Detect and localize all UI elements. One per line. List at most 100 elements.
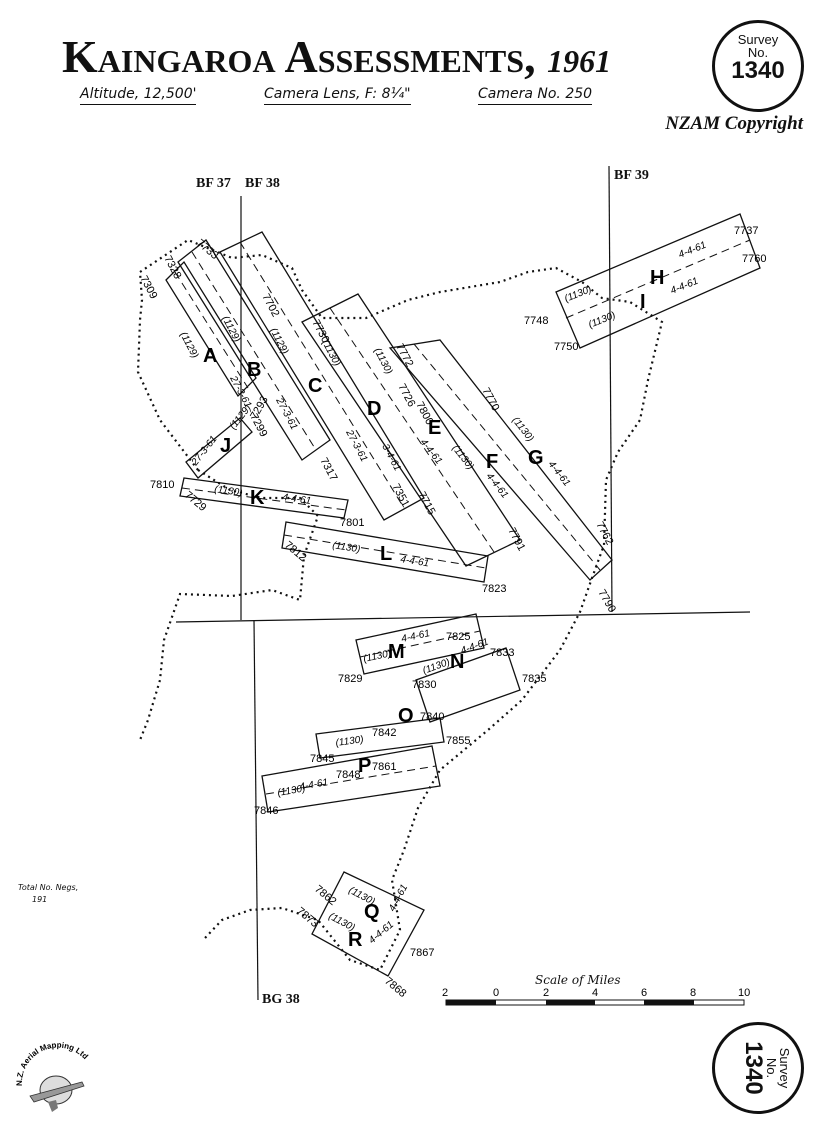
scale-tick-2: 2 (543, 987, 549, 999)
photo-no-7733: 7733 (194, 237, 220, 262)
run-letter-m: M (388, 641, 405, 663)
run-letter-r: R (348, 929, 363, 951)
run-e-film: (1130) (371, 346, 394, 376)
negatives-note: Total No. Negs, 191 (18, 882, 78, 906)
strip-A (165, 260, 257, 398)
run-letter-a: A (203, 345, 217, 367)
photo-no-7790: 7790 (595, 588, 618, 615)
strip-B (177, 239, 331, 461)
title-year: 1961 (547, 43, 612, 79)
negatives-note-label: Total No. Negs, (18, 883, 79, 892)
photo-no-7823: 7823 (482, 583, 506, 595)
strip-Q-R (311, 871, 425, 977)
photo-no-7800: 7800 (413, 400, 435, 427)
title-text: Kaingaroa Assessments (62, 31, 525, 82)
scale-tick-6: 6 (641, 987, 647, 999)
scale-tick-2-left: 2 (442, 987, 448, 999)
photo-no-7750: 7750 (554, 341, 578, 353)
photo-no-7848: 7848 (336, 769, 360, 781)
photo-no-7351: 7351 (389, 482, 411, 509)
camera-label: Camera No. 250 (478, 86, 593, 105)
run-g-date: 4-4-61 (546, 459, 572, 489)
run-letter-f: F (486, 451, 498, 473)
run-p-date: 4-4-61 (299, 777, 329, 793)
stamp-top-line2: No. (747, 45, 769, 60)
photo-no-7829: 7829 (338, 673, 362, 685)
run-b-date: 27-3-61 (273, 395, 299, 431)
photo-no-7730: 7730 (309, 318, 331, 345)
grid-line-bg38 (253, 619, 259, 1001)
flight-line-P (265, 765, 437, 795)
stamp-top-number: 1340 (731, 57, 785, 84)
photo-no-7317: 7317 (317, 456, 339, 483)
run-r-date: 4-4-61 (367, 919, 396, 946)
photo-no-7845: 7845 (310, 753, 334, 765)
photo-no-7293: 7293 (248, 394, 271, 421)
lens-label: Camera Lens, F: 8¼" (264, 86, 411, 105)
photo-no-7328: 7328 (161, 254, 183, 281)
run-letter-l: L (380, 543, 392, 565)
logo-wing (29, 1081, 85, 1103)
run-q-date: 4-4-61 (387, 883, 410, 914)
run-c-film: (1129) (267, 326, 290, 356)
run-e-date: 4-4-61 (418, 437, 444, 467)
grid-label-bf37: BF 37 (196, 176, 231, 191)
run-k-date: 4-4-61 (282, 492, 312, 507)
run-letter-b: B (247, 359, 261, 381)
scale-tick-4: 4 (592, 987, 598, 999)
survey-stamp-bottom: Survey No. 1340 (712, 1022, 804, 1114)
flight-line-K (181, 487, 347, 511)
photo-no-7861: 7861 (372, 761, 396, 773)
run-letter-n: N (450, 651, 464, 673)
photo-no-7867: 7867 (410, 947, 434, 959)
flight-line-C-D (239, 241, 405, 509)
photo-no-7748: 7748 (524, 315, 548, 327)
scale-bar: 2 0 2 4 6 8 10 (442, 987, 750, 1006)
flight-line-H-I (565, 239, 751, 319)
map-title: Kaingaroa Assessments, 1961 (62, 30, 611, 83)
company-logo: N.Z. Aerial Mapping Ltd (15, 1042, 90, 1112)
strip-H-I (555, 213, 761, 349)
run-letter-e: E (428, 417, 441, 439)
stamp-bottom-line1: Survey (777, 1047, 792, 1089)
run-r-film: (1130) (327, 911, 357, 934)
survey-area-boundary (136, 238, 664, 972)
photo-no-7791: 7791 (505, 526, 527, 553)
flight-line-A (174, 271, 249, 389)
photo-no-7801: 7801 (340, 517, 364, 529)
run-letter-j: J (220, 435, 231, 457)
scale-tick-10: 10 (738, 987, 750, 999)
strip-L (281, 521, 489, 583)
photo-no-7833: 7833 (490, 647, 514, 659)
photo-no-7309: 7309 (137, 274, 159, 301)
photo-no-7762: 7762 (593, 520, 615, 547)
photo-no-7842: 7842 (372, 727, 396, 739)
grid-line-bf39 (608, 165, 613, 613)
run-o-film: (1130) (335, 734, 364, 749)
run-q-film: (1130) (347, 885, 377, 908)
run-k-film: (1130) (214, 484, 243, 499)
run-h-date: 4-4-61 (677, 240, 708, 261)
run-letter-o: O (398, 705, 414, 727)
run-l-film: (1130) (332, 540, 362, 555)
run-p-film: (1130) (277, 783, 307, 799)
run-a-film: (1129) (177, 330, 200, 360)
strip-O (315, 717, 445, 759)
strip-J (185, 417, 253, 479)
photo-no-7825: 7825 (446, 631, 470, 643)
altitude-label: Altitude, 12,500' (80, 86, 197, 105)
flight-line-L (283, 534, 487, 569)
grid-label-bg38: BG 38 (262, 992, 300, 1007)
grid-label-bf39: BF 39 (614, 168, 649, 183)
run-i-film: (1130) (587, 310, 617, 331)
stamp-top-line1: Survey (737, 32, 779, 47)
strip-N-O (415, 647, 521, 723)
run-f-film: (1130) (450, 443, 476, 472)
run-n-film: (1130) (421, 657, 451, 677)
run-f-date: 4-4-61 (484, 471, 510, 501)
run-g-film: (1130) (510, 415, 536, 444)
photo-no-7855: 7855 (446, 735, 470, 747)
strip-G (388, 339, 613, 581)
negatives-note-count: 191 (32, 895, 48, 904)
